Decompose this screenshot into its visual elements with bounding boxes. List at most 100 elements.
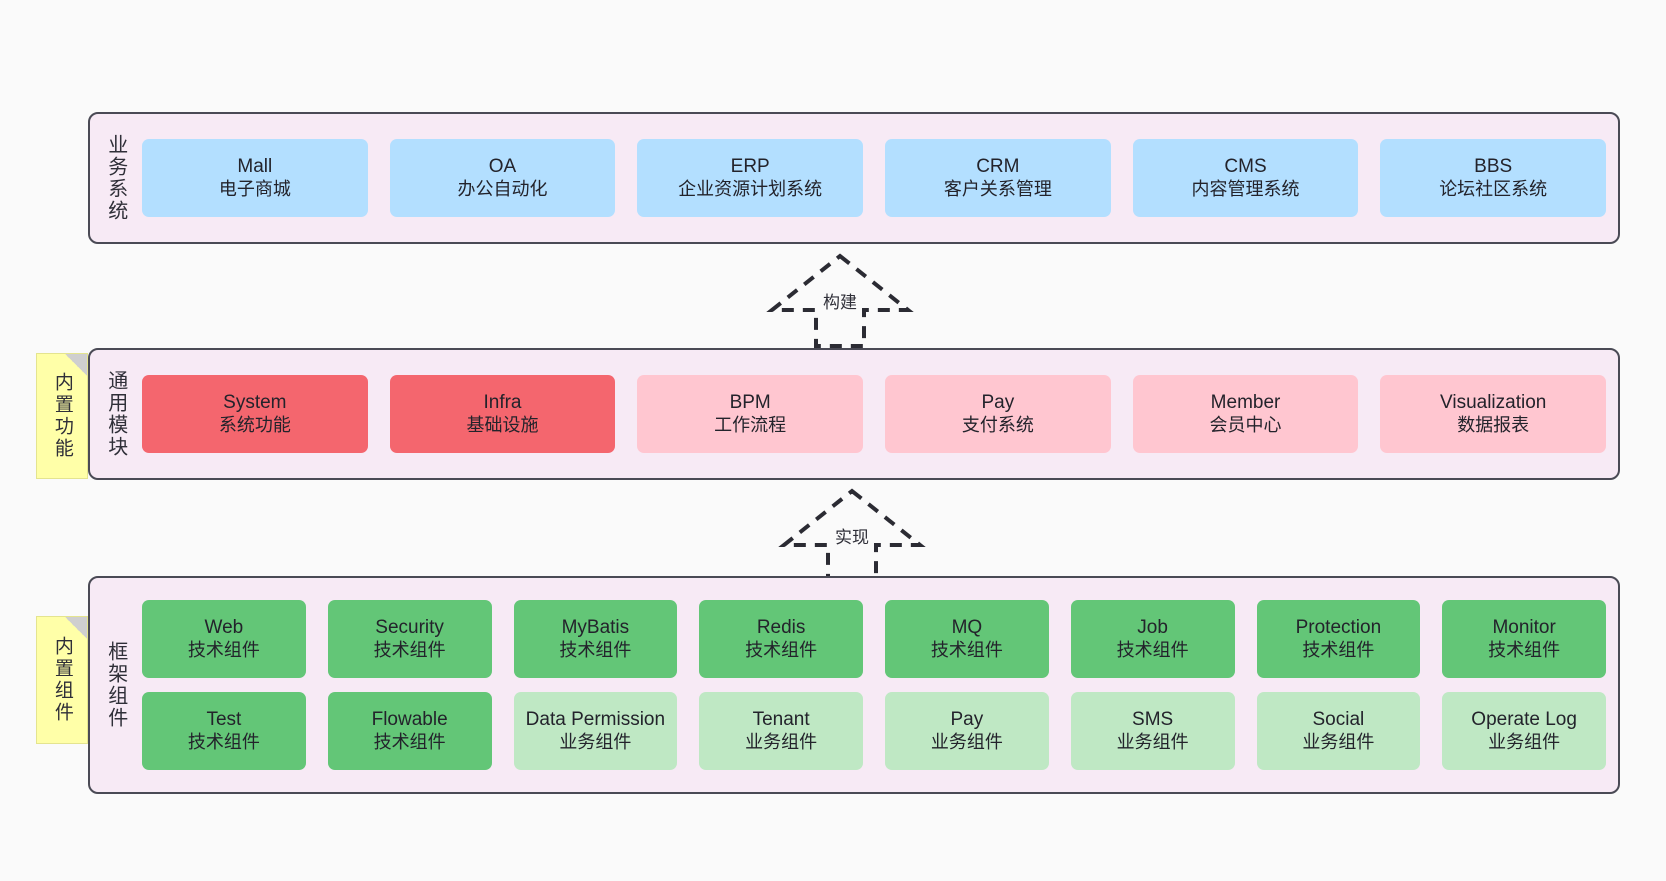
component-card-name: ERP — [730, 156, 770, 178]
layer-framework-title: 框架组件 — [104, 641, 127, 729]
component-card-name: OA — [488, 156, 517, 178]
component-card-name: MyBatis — [561, 617, 630, 639]
component-card-desc: 技术组件 — [1488, 639, 1561, 660]
component-card-name: Flowable — [371, 709, 448, 731]
component-card-name: Test — [206, 709, 242, 731]
component-card-desc: 技术组件 — [745, 639, 818, 660]
note-builtin-functions-label: 内置功能 — [51, 372, 73, 460]
component-card-name: BBS — [1474, 156, 1513, 178]
component-card-name: Tenant — [752, 709, 810, 731]
component-card-name: Monitor — [1492, 617, 1556, 639]
component-card-desc: 技术组件 — [373, 731, 446, 752]
component-card-desc: 技术组件 — [930, 639, 1003, 660]
component-card-name: Security — [375, 617, 444, 639]
component-card-name: Web — [204, 617, 244, 639]
connector-implement: 实现 — [772, 485, 932, 585]
component-card-desc: 业务组件 — [559, 731, 632, 752]
component-card-name: Member — [1210, 392, 1281, 414]
component-card-desc: 企业资源计划系统 — [678, 178, 823, 199]
component-card-desc: 技术组件 — [373, 639, 446, 660]
component-card-desc: 电子商城 — [218, 178, 291, 199]
component-card-name: Infra — [483, 392, 522, 414]
component-card-desc: 客户关系管理 — [943, 178, 1052, 199]
connector-implement-label: 实现 — [832, 523, 872, 548]
component-card-desc: 技术组件 — [187, 731, 260, 752]
component-card-desc: 数据报表 — [1457, 414, 1530, 435]
note-builtin-functions: 内置功能 — [36, 353, 88, 479]
component-card-desc: 业务组件 — [1488, 731, 1561, 752]
layer-business-title: 业务系统 — [104, 134, 127, 222]
component-card-name: MQ — [951, 617, 983, 639]
component-card-name: Redis — [756, 617, 806, 639]
component-card-desc: 技术组件 — [187, 639, 260, 660]
component-card-name: Data Permission — [525, 709, 666, 731]
component-card-desc: 内容管理系统 — [1191, 178, 1300, 199]
layer-modules-title: 通用模块 — [104, 370, 127, 458]
component-card-desc: 会员中心 — [1209, 414, 1282, 435]
component-card-name: SMS — [1132, 709, 1174, 731]
component-card-name: Protection — [1295, 617, 1382, 639]
component-card-desc: 论坛社区系统 — [1439, 178, 1548, 199]
component-card-name: CRM — [976, 156, 1020, 178]
component-card-desc: 技术组件 — [1116, 639, 1189, 660]
component-card-name: BPM — [729, 392, 771, 414]
note-builtin-components-label: 内置组件 — [51, 636, 73, 724]
component-card-desc: 业务组件 — [930, 731, 1003, 752]
component-card-desc: 基础设施 — [466, 414, 539, 435]
component-card-desc: 技术组件 — [1302, 639, 1375, 660]
component-card-name: Operate Log — [1471, 709, 1577, 731]
component-card-desc: 办公自动化 — [457, 178, 548, 199]
component-card-name: Job — [1137, 617, 1168, 639]
component-card-name: CMS — [1224, 156, 1267, 178]
connector-build-label: 构建 — [820, 288, 860, 313]
note-builtin-components: 内置组件 — [36, 616, 88, 744]
component-card-name: Visualization — [1440, 392, 1547, 414]
component-card-desc: 系统功能 — [218, 414, 291, 435]
component-card-name: Pay — [950, 709, 984, 731]
component-card-desc: 业务组件 — [1302, 731, 1375, 752]
component-card-name: Mall — [237, 156, 273, 178]
component-card-name: System — [223, 392, 287, 414]
component-card-name: Pay — [981, 392, 1015, 414]
component-card-desc: 技术组件 — [559, 639, 632, 660]
component-card-desc: 支付系统 — [961, 414, 1034, 435]
connector-build: 构建 — [760, 250, 920, 350]
